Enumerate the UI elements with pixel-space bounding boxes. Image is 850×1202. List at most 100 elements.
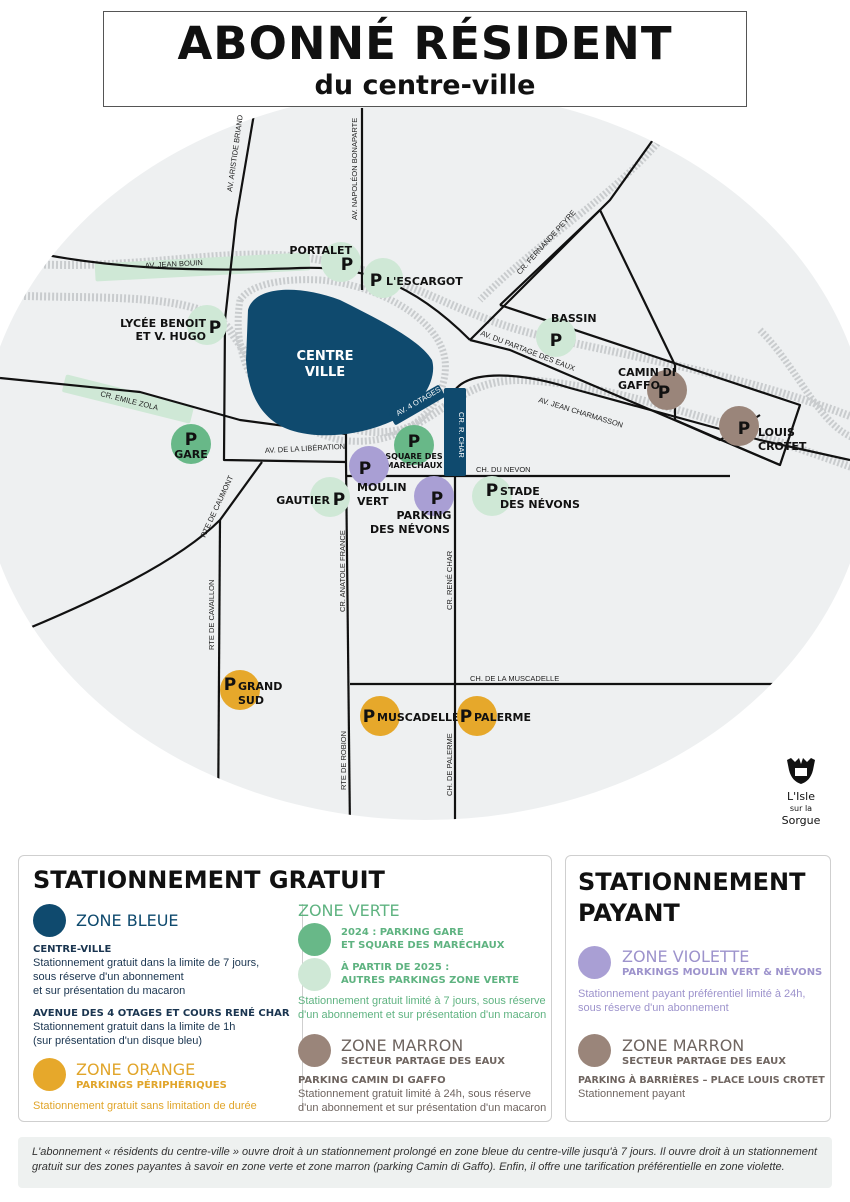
- zone-bleue-heading-2: AVENUE DES 4 OTAGES ET COURS RENÉ CHAR: [33, 1008, 290, 1019]
- zone-bleue-text-1c: et sur présentation du macaron: [33, 985, 186, 997]
- parking-label-2: VERT: [357, 495, 389, 508]
- parking-escargot[interactable]: P L'ESCARGOT: [363, 258, 463, 298]
- logo-line-3: Sorgue: [781, 814, 821, 827]
- zone-bleue-dot: [33, 904, 66, 937]
- parking-label-2: CROTET: [758, 440, 807, 453]
- parking-label: GAUTIER: [276, 494, 330, 507]
- zone-bleue-text-1a: Stationnement gratuit dans la limite de …: [33, 957, 260, 969]
- footnote-line-2: gratuit sur des zones payantes à savoir …: [32, 1161, 785, 1173]
- zone-marron-heading: PARKING CAMIN DI GAFFO: [298, 1075, 446, 1086]
- parking-label-1: PARKING: [397, 509, 452, 522]
- zone-marron-paid-dot: [578, 1034, 611, 1067]
- zone-marron-paid-heading: PARKING À BARRIÈRES – PLACE LOUIS CROTET: [578, 1075, 825, 1086]
- zone-violette-sub: PARKINGS MOULIN VERT & NÉVONS: [622, 967, 823, 978]
- street-av-napoleon-bonaparte: AV. NAPOLÉON BONAPARTE: [350, 118, 359, 220]
- road-loop-east: [454, 374, 850, 462]
- parking-map[interactable]: CENTRE VILLE AV. ARISTIDE BRIAND AV. NAP…: [0, 0, 850, 830]
- zone-verte-item-1a: 2024 : PARKING GARE: [341, 927, 464, 938]
- parking-label-2: GAFFO: [618, 379, 660, 392]
- av-4-otages-blue[interactable]: [388, 384, 445, 425]
- zone-verte-name: ZONE VERTE: [298, 901, 400, 920]
- zone-marron-sub: SECTEUR PARTAGE DES EAUX: [341, 1056, 505, 1067]
- parking-label-2: SUD: [238, 694, 264, 707]
- parking-louis-crotet[interactable]: P LOUIS CROTET: [719, 406, 807, 453]
- parking-symbol: P: [333, 490, 345, 510]
- parking-label-1: STADE: [500, 485, 540, 498]
- parking-muscadelle[interactable]: P MUSCADELLE: [360, 696, 460, 736]
- parking-label-1: SQUARE DES: [385, 452, 443, 461]
- parking-label-2: ET V. HUGO: [136, 330, 206, 343]
- parking-symbol: P: [408, 432, 420, 452]
- page-subtitle: du centre-ville: [314, 70, 536, 101]
- town-logo: L'Isle sur la Sorgue: [772, 756, 830, 827]
- parking-gare[interactable]: P GARE: [171, 424, 211, 464]
- parking-symbol: P: [738, 419, 750, 439]
- parking-label: GARE: [174, 448, 208, 461]
- centre-ville-zone[interactable]: [246, 289, 434, 436]
- street-rte-de-robion: RTE DE ROBION: [339, 731, 348, 790]
- parking-symbol: P: [460, 707, 472, 727]
- parking-grand-sud[interactable]: P GRAND SUD: [220, 670, 282, 710]
- parking-label: PORTALET: [289, 244, 352, 257]
- zone-verte-text-a: Stationnement gratuit limité à 7 jours, …: [298, 995, 546, 1007]
- logo-line-2: sur la: [789, 804, 813, 813]
- parking-label-2: MARECHAUX: [386, 461, 444, 470]
- street-cr-anatole-france: CR. ANATOLE FRANCE: [338, 530, 347, 612]
- parking-symbol: P: [341, 255, 353, 275]
- road-emile-zola: [0, 376, 348, 462]
- zone-marron-text-b: d'un abonnement et sur présentation d'un…: [298, 1102, 547, 1114]
- zone-orange-sub: PARKINGS PÉRIPHÉRIQUES: [76, 1080, 227, 1091]
- road-anatole-france: [344, 461, 352, 820]
- parking-symbol: P: [359, 459, 371, 479]
- parking-label: MUSCADELLE: [377, 711, 460, 724]
- river-northeast: [477, 137, 663, 303]
- parking-label-1: LYCÉE BENOIT: [120, 317, 206, 330]
- parking-palerme[interactable]: P PALERME: [457, 696, 531, 736]
- zone-bleue-heading-1: CENTRE-VILLE: [33, 944, 112, 955]
- cr-rene-char-blue[interactable]: [444, 388, 466, 476]
- parking-label-1: MOULIN: [357, 481, 407, 494]
- title-box: ABONNÉ RÉSIDENT du centre-ville: [103, 11, 747, 107]
- parking-moulin-vert[interactable]: P MOULIN VERT: [349, 446, 407, 508]
- parking-gautier[interactable]: P GAUTIER: [276, 477, 350, 517]
- zone-bleue-text-2b: (sur présentation d'un disque bleu): [33, 1035, 203, 1047]
- legend-paid-parking: STATIONNEMENT PAYANT ZONE VIOLETTE PARKI…: [565, 855, 831, 1122]
- zone-bleue-name: ZONE BLEUE: [76, 911, 179, 930]
- centre-ville-label-1: CENTRE: [296, 349, 353, 364]
- zone-bleue-text-1b: sous réserve d'un abonnement: [33, 971, 184, 983]
- footnote: L'abonnement « résidents du centre-ville…: [18, 1137, 832, 1188]
- parking-label: BASSIN: [551, 312, 597, 325]
- zone-marron-paid-name: ZONE MARRON: [622, 1036, 745, 1055]
- zone-verte-item-2b: AUTRES PARKINGS ZONE VERTE: [341, 975, 520, 986]
- parking-symbol: P: [486, 481, 498, 501]
- parking-stade-des-nevons[interactable]: P STADE DES NÉVONS: [472, 476, 580, 516]
- parking-camin-di-gaffo[interactable]: P CAMIN DI GAFFO: [618, 366, 687, 410]
- street-cr-r-char: CR. R. CHAR: [457, 412, 466, 458]
- parking-label-1: GRAND: [238, 680, 282, 693]
- zone-orange-dot: [33, 1058, 66, 1091]
- river-south: [0, 291, 850, 474]
- parking-des-nevons[interactable]: P PARKING DES NÉVONS: [370, 476, 454, 536]
- logo-line-1: L'Isle: [787, 790, 815, 803]
- parking-portalet[interactable]: P PORTALET: [289, 242, 361, 282]
- parking-symbol: P: [370, 271, 382, 291]
- zone-marron-dot: [298, 1034, 331, 1067]
- parking-bassin[interactable]: P BASSIN: [536, 312, 597, 357]
- parking-symbol: P: [185, 430, 197, 450]
- parking-symbol: P: [363, 707, 375, 727]
- legend-paid-title-1: STATIONNEMENT: [578, 868, 806, 896]
- zone-verte-item-1b: ET SQUARE DES MARÉCHAUX: [341, 940, 505, 951]
- zone-marron-name: ZONE MARRON: [341, 1036, 464, 1055]
- street-av-liberation: AV. DE LA LIBÉRATION: [265, 442, 346, 455]
- street-cr-rene-char: CR. RENÉ CHAR: [445, 550, 454, 610]
- parking-lycee[interactable]: P LYCÉE BENOIT ET V. HUGO: [120, 305, 227, 345]
- parking-label-1: LOUIS: [758, 426, 795, 439]
- parking-label: PALERME: [474, 711, 531, 724]
- legend-paid-title-2: PAYANT: [578, 899, 680, 927]
- parking-symbol: P: [431, 489, 443, 509]
- parking-square-marechaux[interactable]: P SQUARE DES MARECHAUX: [385, 425, 443, 470]
- zone-orange-text: Stationnement gratuit sans limitation de…: [33, 1100, 257, 1112]
- zone-marron-text-a: Stationnement gratuit limité à 24h, sous…: [298, 1088, 531, 1100]
- zone-verte-2025-dot: [298, 958, 331, 991]
- zone-violette-text-a: Stationnement payant préférentiel limité…: [578, 988, 806, 1000]
